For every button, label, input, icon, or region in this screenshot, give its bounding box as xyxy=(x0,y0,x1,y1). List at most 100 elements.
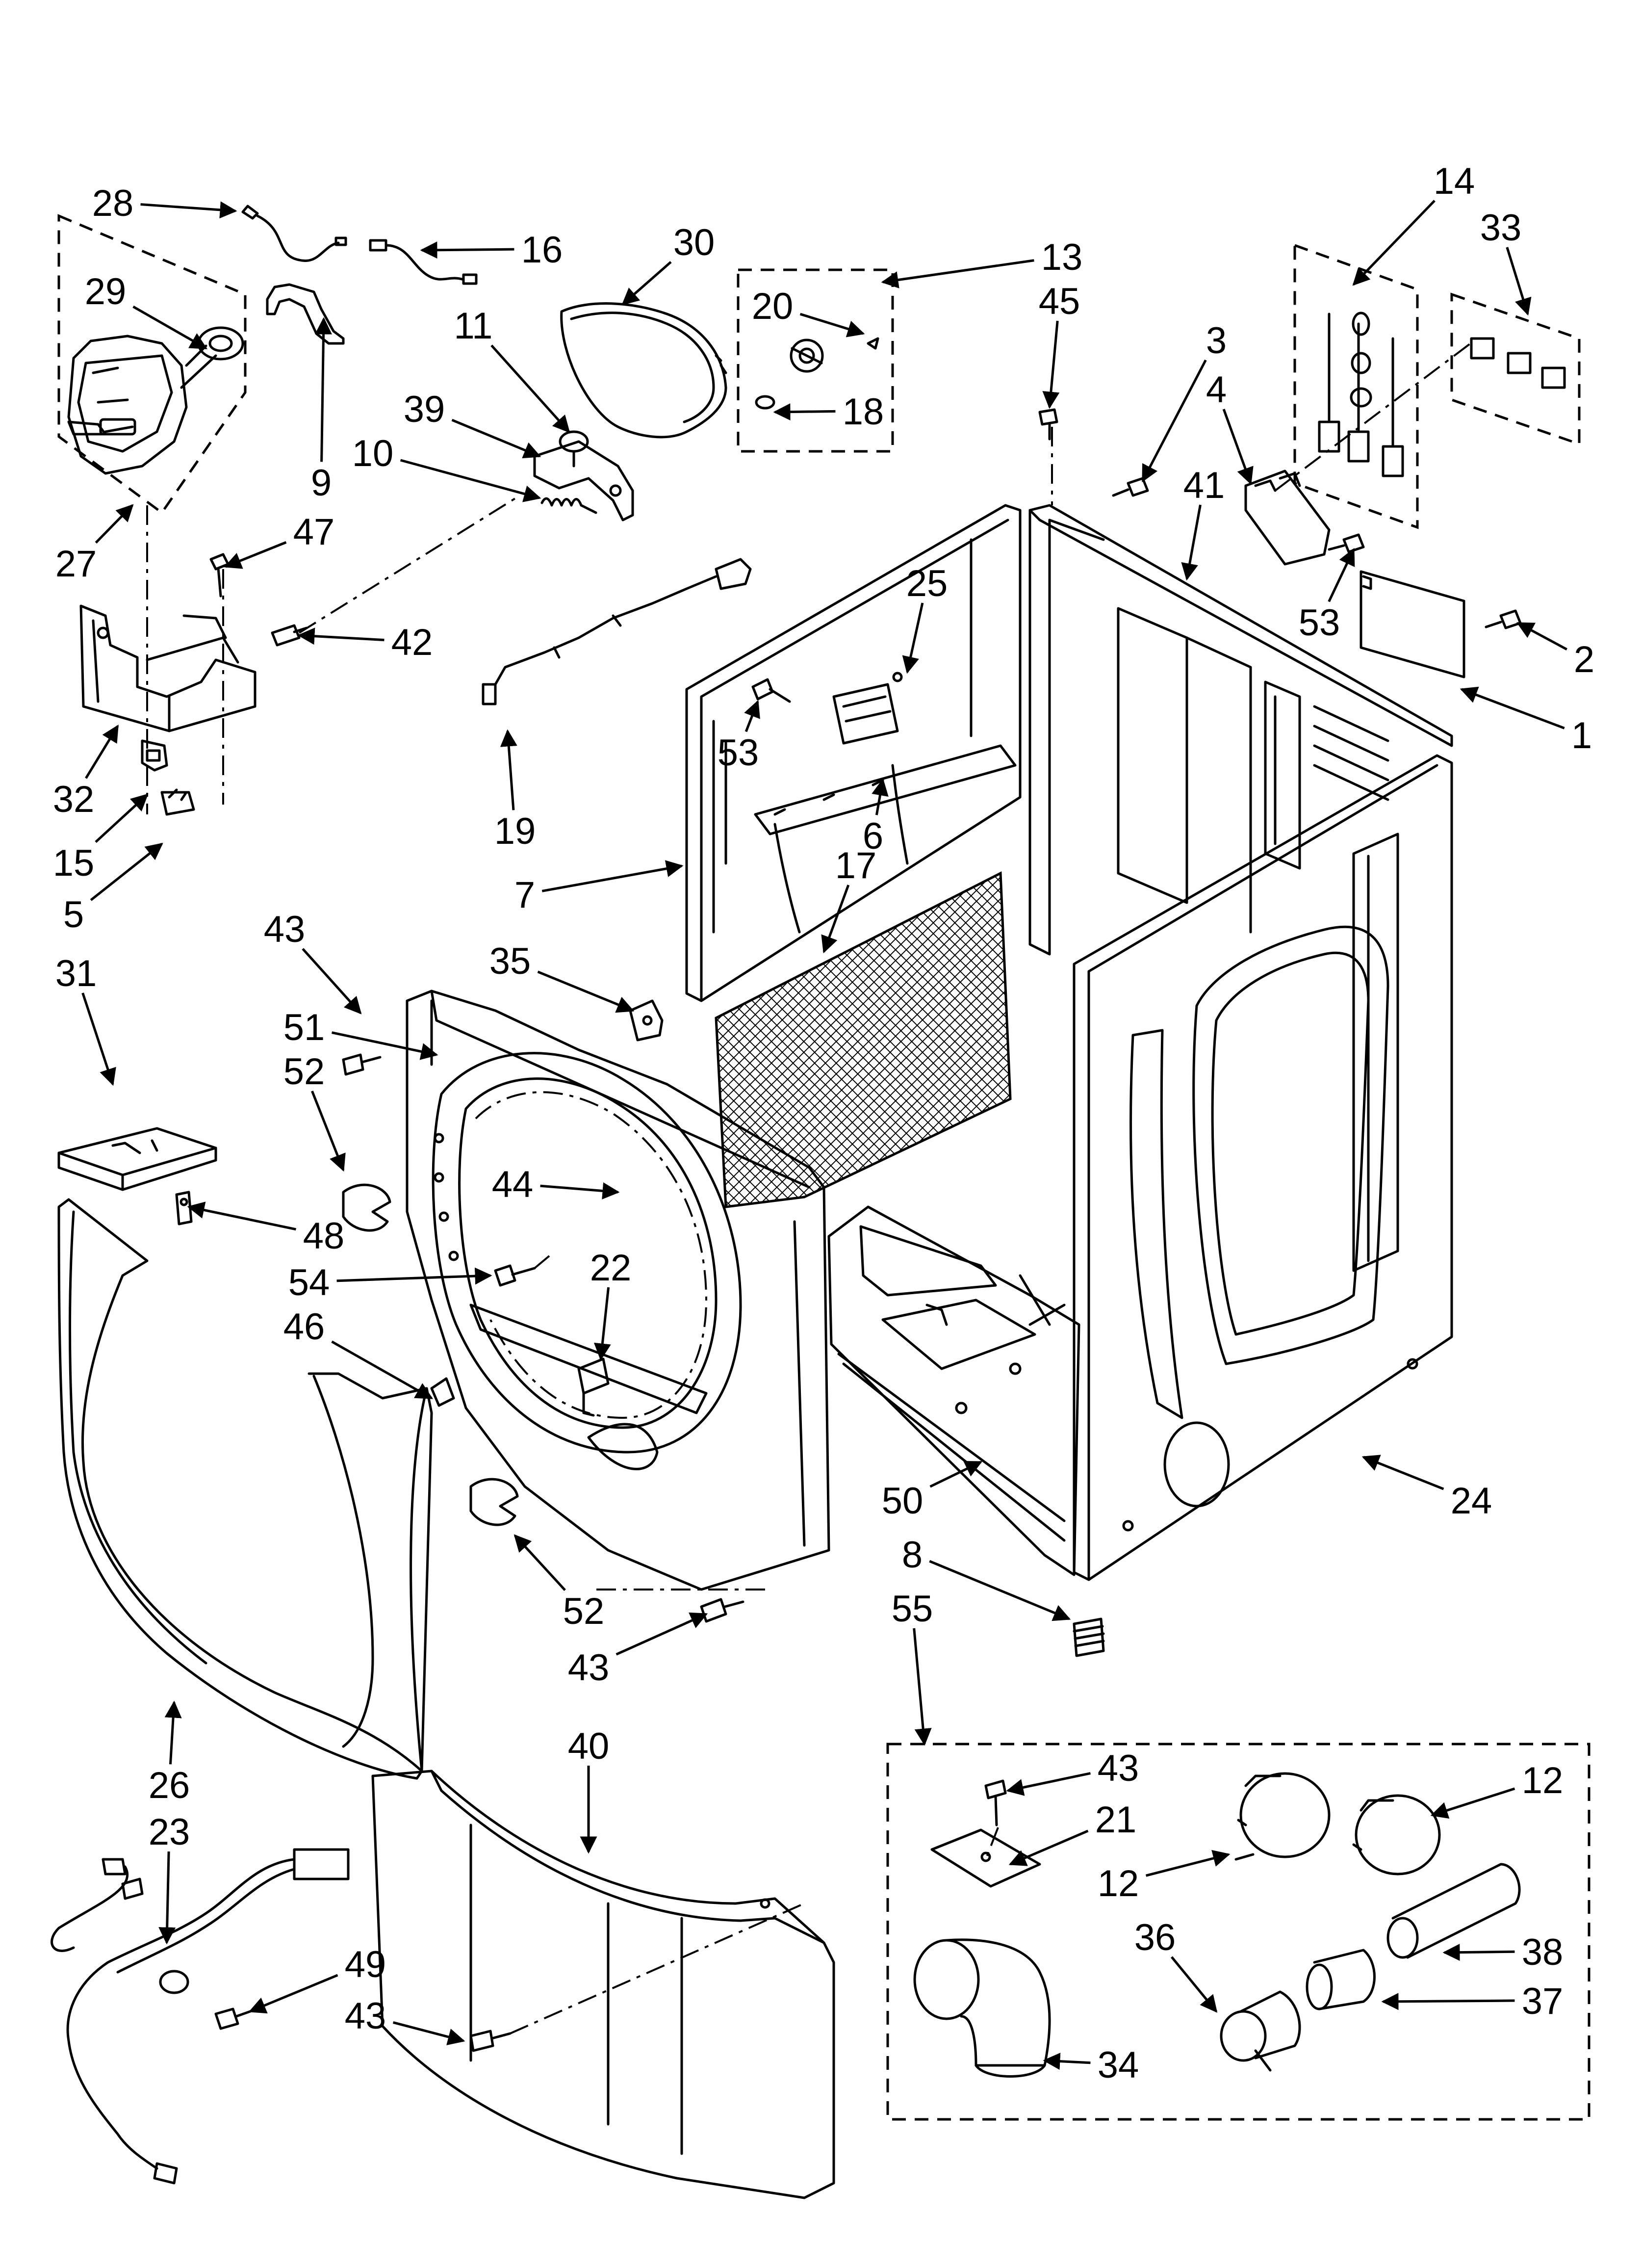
leader-line-22 xyxy=(593,1287,611,1361)
callout-39: 39 xyxy=(404,389,541,459)
leader-line-32 xyxy=(85,725,119,779)
part-number-label: 10 xyxy=(352,433,394,474)
part-number-label: 52 xyxy=(283,1051,325,1093)
callout-32: 32 xyxy=(53,725,119,820)
callout-6: 6 xyxy=(863,778,889,857)
leader-line-49 xyxy=(248,1974,338,2014)
part-number-label: 11 xyxy=(454,305,493,347)
callout-17: 17 xyxy=(821,845,876,954)
leader-line-13 xyxy=(881,259,1034,288)
callout-43: 43 xyxy=(1006,1747,1139,1796)
part-number-label: 37 xyxy=(1522,1981,1564,2022)
callout-33: 33 xyxy=(1480,207,1532,316)
part-number-label: 32 xyxy=(53,779,95,820)
leveling-leg-8 xyxy=(1073,1617,1105,1657)
part-number-label: 3 xyxy=(1206,320,1227,362)
leader-line-47 xyxy=(224,541,287,569)
duct-coupler-37 xyxy=(1306,1949,1376,2010)
leader-line-10 xyxy=(400,459,541,502)
idler-bolt-11 xyxy=(559,430,589,468)
part-number-label: 14 xyxy=(1434,160,1475,202)
callout-34: 34 xyxy=(1043,2044,1139,2086)
callout-54: 54 xyxy=(288,1262,492,1303)
callout-11: 11 xyxy=(454,305,570,433)
part-number-label: 25 xyxy=(906,563,948,604)
screw-49 xyxy=(214,2007,252,2030)
part-number-label: 54 xyxy=(288,1262,330,1303)
motor-strap-9 xyxy=(266,283,345,345)
front-bulkhead-51 xyxy=(406,990,830,1591)
switch-5 xyxy=(160,788,195,816)
leader-line-8 xyxy=(929,1560,1071,1621)
leader-line-41 xyxy=(1181,504,1202,581)
front-shroud-26 xyxy=(57,1198,433,1780)
callout-37: 37 xyxy=(1381,1981,1564,2022)
callout-7: 7 xyxy=(514,860,684,916)
callout-28: 28 xyxy=(92,182,237,224)
part-number-label: 53 xyxy=(718,732,759,774)
leader-line-21 xyxy=(1008,1829,1089,1866)
part-number-label: 28 xyxy=(92,182,134,224)
part-number-label: 6 xyxy=(863,815,883,857)
callout-18: 18 xyxy=(773,391,884,433)
part-number-label: 27 xyxy=(55,543,97,585)
idler-pulley-20 xyxy=(790,337,879,373)
idler-bracket-39 xyxy=(533,440,634,521)
callout-12: 12 xyxy=(1098,1850,1231,1904)
leader-line-12 xyxy=(1430,1787,1515,1819)
leader-line-43 xyxy=(302,948,362,1015)
part-number-label: 40 xyxy=(568,1725,610,1767)
leader-line-43 xyxy=(1006,1772,1091,1796)
leader-line-33 xyxy=(1506,247,1532,316)
screw-45 xyxy=(1038,408,1058,441)
part-number-label: 41 xyxy=(1183,465,1225,506)
callout-36: 36 xyxy=(1134,1917,1218,2013)
callout-29: 29 xyxy=(85,271,208,350)
leader-line-5 xyxy=(90,842,163,901)
leader-line-53 xyxy=(1328,547,1355,602)
callout-8: 8 xyxy=(902,1534,1071,1621)
part-number-label: 24 xyxy=(1451,1480,1492,1522)
screw-3 xyxy=(1112,477,1149,497)
leader-line-24 xyxy=(1361,1455,1444,1490)
leader-line-46 xyxy=(331,1340,434,1400)
callout-19: 19 xyxy=(494,729,536,852)
duct-pipe-38 xyxy=(1386,1863,1521,1959)
screw-53-right xyxy=(1328,533,1365,553)
part-number-label: 13 xyxy=(1041,236,1083,278)
leader-line-38 xyxy=(1442,1944,1515,1961)
callout-55: 55 xyxy=(892,1588,933,1746)
leader-line-30 xyxy=(621,261,672,306)
door-switch-22 xyxy=(577,1357,610,1417)
part-number-label: 55 xyxy=(892,1588,933,1630)
callout-45: 45 xyxy=(1039,281,1080,409)
side-panel-24 xyxy=(1073,754,1453,1581)
leader-line-26 xyxy=(164,1700,182,1765)
callout-53: 53 xyxy=(718,700,760,774)
motor-wire-16 xyxy=(369,239,478,285)
callout-30: 30 xyxy=(621,222,715,306)
part-number-label: 30 xyxy=(673,222,715,263)
clamp-36 xyxy=(1220,1990,1301,2072)
part-number-label: 29 xyxy=(85,271,127,313)
callout-20: 20 xyxy=(752,286,865,338)
base-frame-50 xyxy=(827,1205,1080,1576)
control-board-25 xyxy=(832,672,903,745)
part-number-label: 8 xyxy=(902,1534,923,1576)
leader-line-3 xyxy=(1141,359,1207,483)
bracket-48 xyxy=(175,1191,193,1225)
callout-3: 3 xyxy=(1141,320,1227,483)
leader-line-35 xyxy=(537,970,635,1013)
leader-line-16 xyxy=(420,241,514,259)
part-number-label: 45 xyxy=(1039,281,1080,322)
terminal-group-box-33 xyxy=(1450,292,1581,446)
part-number-label: 18 xyxy=(843,391,884,433)
part-number-label: 44 xyxy=(492,1164,534,1205)
terminal-group-box-14 xyxy=(1293,243,1419,529)
callout-48: 48 xyxy=(187,1201,344,1257)
leader-line-51 xyxy=(332,1031,438,1060)
exhaust-kit-box xyxy=(886,1743,1591,2121)
callout-16: 16 xyxy=(420,229,563,271)
